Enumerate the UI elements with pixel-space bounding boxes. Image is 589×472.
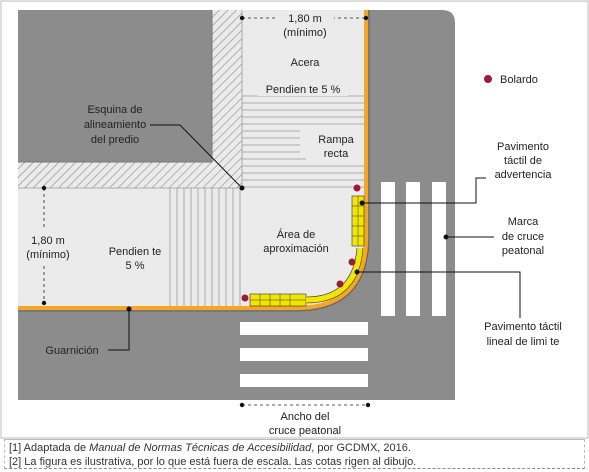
width-left-label: 1,80 m <box>31 235 65 247</box>
crosswidth-label-1: Ancho del <box>281 411 330 423</box>
approach-label-1: Área de <box>277 228 316 241</box>
bollard <box>353 184 361 192</box>
sidewalk-label: Acera <box>291 57 321 69</box>
curb-line <box>18 10 368 310</box>
curb-leader <box>108 309 130 351</box>
warning-label-1: Pavimento <box>497 141 549 153</box>
tactile-linear-limit <box>305 247 364 304</box>
crosswalk-right <box>381 182 446 316</box>
bollard <box>336 280 344 288</box>
approach-label-2: aproximación <box>263 243 328 255</box>
note-1-title: Manual de Normas Técnicas de Accesibilid… <box>89 442 312 454</box>
corner-ramp-diagram: 1,80 m (mínimo) 1,80 m (mínimo) Ancho de… <box>0 0 589 439</box>
curb-label: Guarnición <box>45 345 98 357</box>
warning-label-2: táctil de <box>504 155 542 167</box>
crossing-label-2: de cruce <box>502 231 544 243</box>
note-1-prefix: [1] Adaptada de <box>9 442 90 454</box>
limit-label-2: lineal de limi te <box>487 336 560 348</box>
limit-leader <box>357 271 521 318</box>
bollard-label: Bolardo <box>500 74 538 86</box>
tactile-warning-horizontal <box>249 293 307 307</box>
corner-label-1: Esquina de <box>87 104 142 116</box>
curb-edge <box>18 10 370 312</box>
crossing-label-1: Marca <box>508 216 539 228</box>
property-edge <box>18 10 213 163</box>
width-left-sublabel: (mínimo) <box>26 249 69 261</box>
note-1: [1] Adaptada de Manual de Normas Técnica… <box>9 441 580 455</box>
dimension-top <box>239 10 369 46</box>
dimension-crosswalk <box>239 402 371 408</box>
warning-label-3: advertencia <box>495 169 553 181</box>
crosswalk-bottom <box>240 322 368 387</box>
ramp-label-2: recta <box>324 148 349 160</box>
slope-left-label-2: 5 % <box>126 260 145 272</box>
dimension-left <box>20 185 80 306</box>
width-top-label: 1,80 m <box>288 13 322 25</box>
corner-label-3: del predio <box>91 134 139 146</box>
corner-label-2: alineamiento <box>84 119 146 131</box>
warning-leader <box>362 177 486 204</box>
limit-label-1: Pavimento táctil <box>484 321 562 333</box>
corner-leader <box>150 124 243 189</box>
note-1-suffix: , por GCDMX, 2016. <box>311 442 411 454</box>
ramp-label-1: Rampa <box>318 134 354 146</box>
crosswidth-label-2: cruce peatonal <box>269 425 341 437</box>
bollard <box>241 294 249 302</box>
tactile-warning-vertical <box>351 195 365 247</box>
bollard <box>348 258 356 266</box>
slope-left-label-1: Pendien te <box>109 246 162 258</box>
figure-notes: [1] Adaptada de Manual de Normas Técnica… <box>4 439 585 469</box>
note-2: [2] La figura es ilustrativa, por lo que… <box>9 456 417 468</box>
property-hatch-top <box>212 10 242 162</box>
ramp-left-lines <box>169 188 241 308</box>
bollard-legend-dot <box>484 75 492 83</box>
width-top-sublabel: (mínimo) <box>283 27 326 39</box>
crossing-label-3: peatonal <box>502 245 544 257</box>
property-hatch-left <box>18 162 242 188</box>
slope-top-label: Pendien te 5 % <box>266 84 341 96</box>
